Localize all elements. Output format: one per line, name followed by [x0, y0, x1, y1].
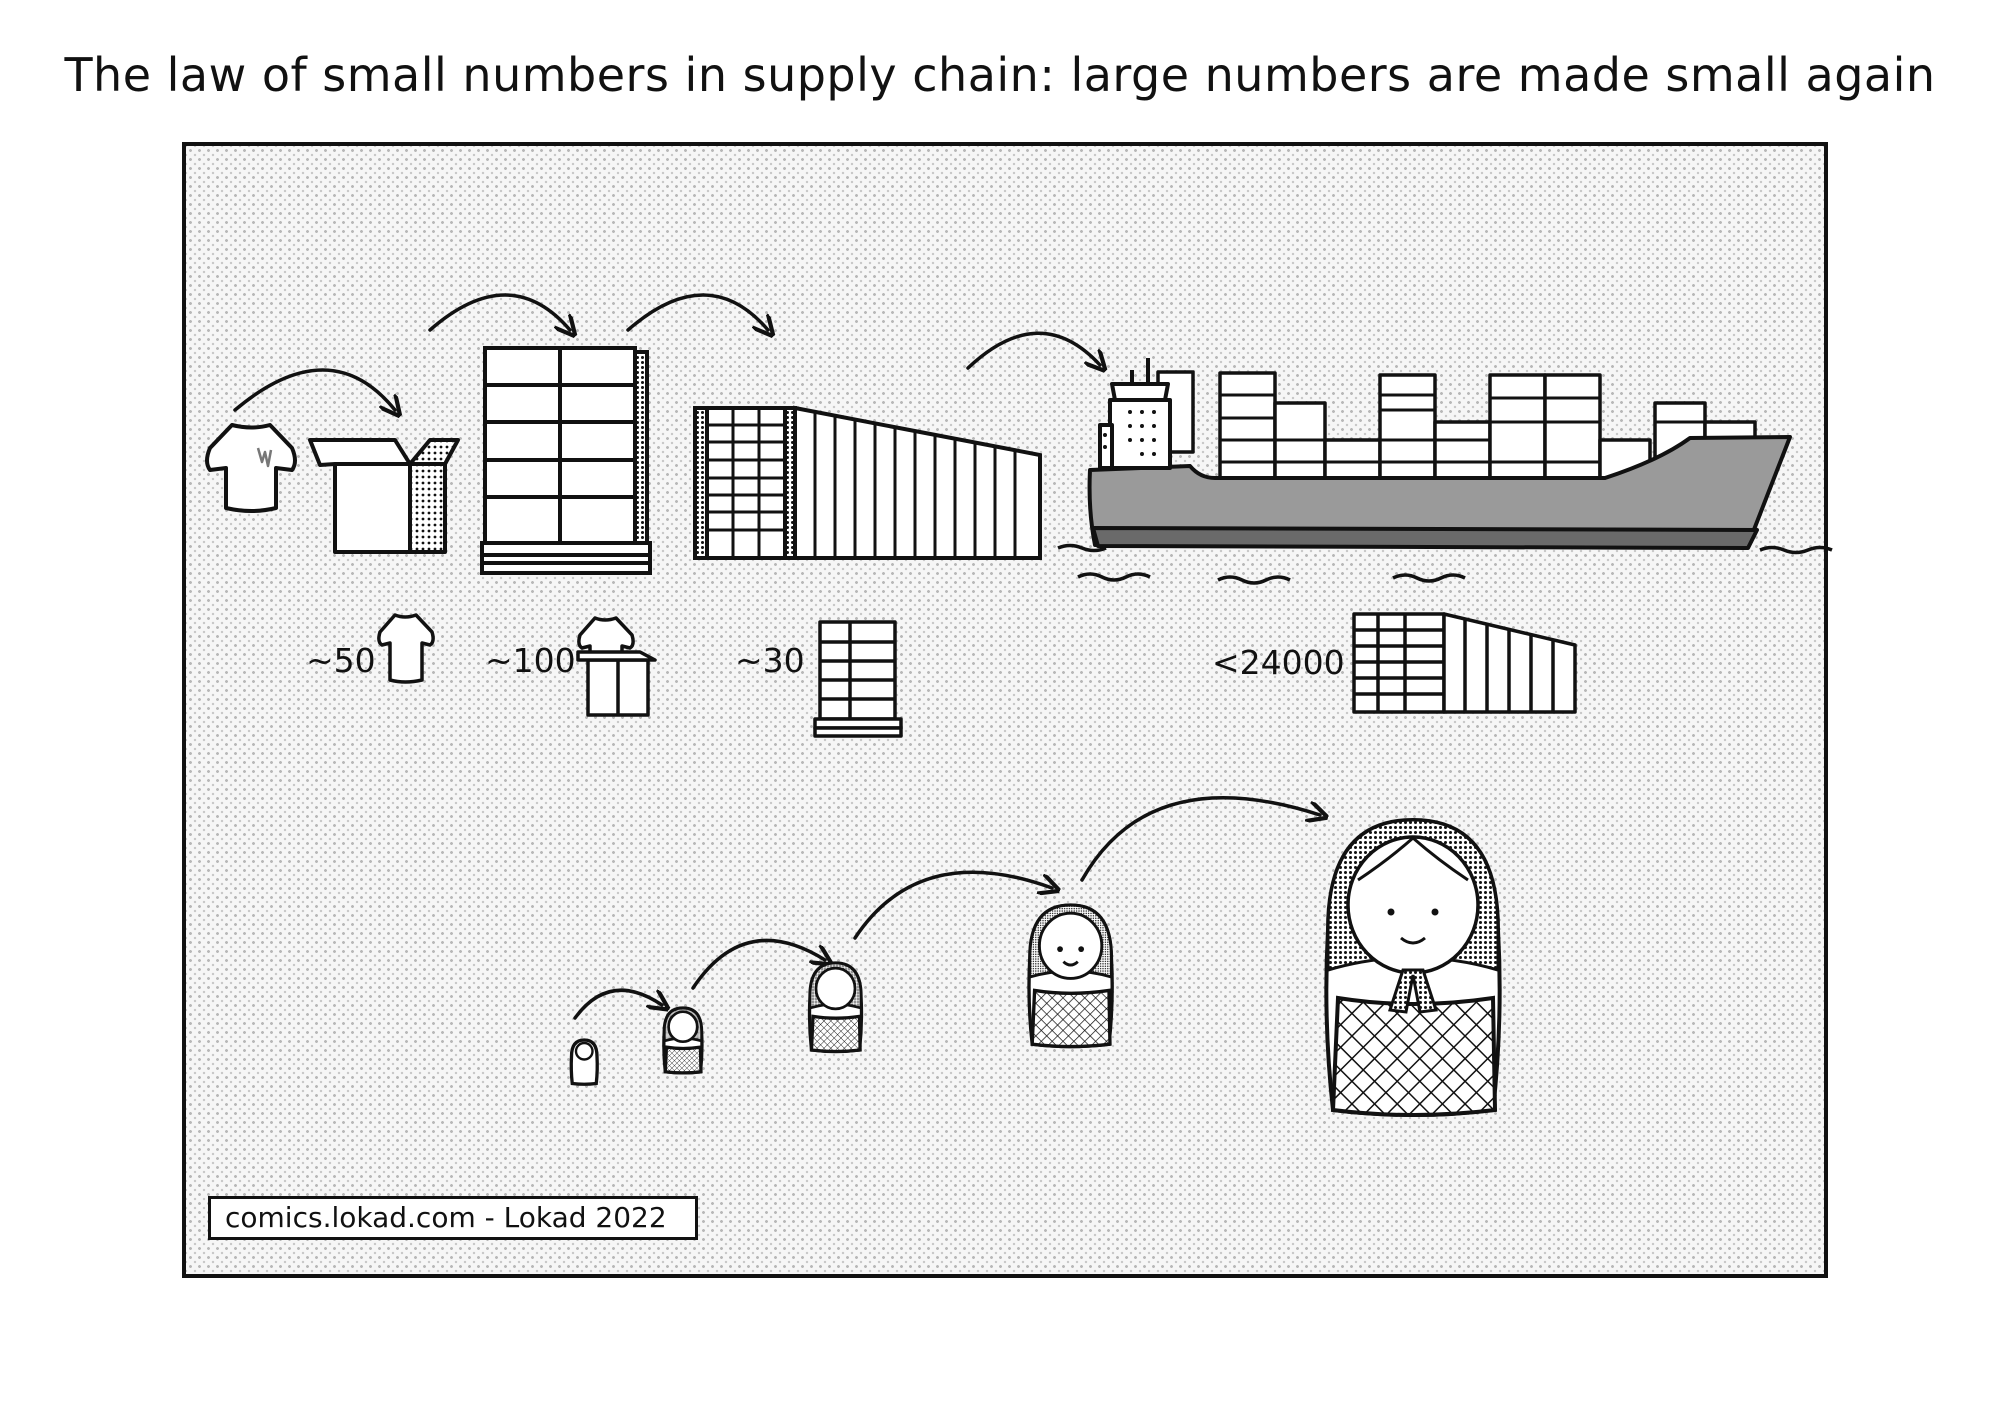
container-ship-icon [1057, 358, 1833, 585]
pallet-unit-icon [813, 620, 903, 738]
matryoshka-dolls [569, 817, 1502, 1117]
doll-arrows [573, 796, 1320, 1020]
t-shirt-unit-icon [377, 613, 435, 684]
water-waves [1057, 543, 1833, 585]
doll-1 [569, 1038, 599, 1086]
doll-4 [1027, 903, 1114, 1049]
quantity-label-containers: <24000 [1212, 643, 1345, 682]
quantity-label-boxes: ~100 [485, 641, 576, 680]
quantity-label-shirts: ~50 [306, 641, 376, 680]
shipping-container-icon [693, 405, 1042, 560]
container-unit-icon [1352, 612, 1577, 714]
quantity-label-pallets: ~30 [735, 641, 805, 680]
credit-box: comics.lokad.com - Lokad 2022 [208, 1196, 698, 1240]
pallet-icon [480, 346, 652, 575]
comic-title: The law of small numbers in supply chain… [64, 48, 1936, 102]
transfer-arrows [233, 293, 1100, 410]
doll-5 [1324, 817, 1502, 1117]
box-with-shirt-unit-icon [576, 616, 657, 717]
doll-3 [807, 961, 864, 1054]
t-shirt-icon [205, 423, 297, 513]
doll-2 [662, 1006, 704, 1075]
cardboard-box-icon [308, 438, 460, 554]
